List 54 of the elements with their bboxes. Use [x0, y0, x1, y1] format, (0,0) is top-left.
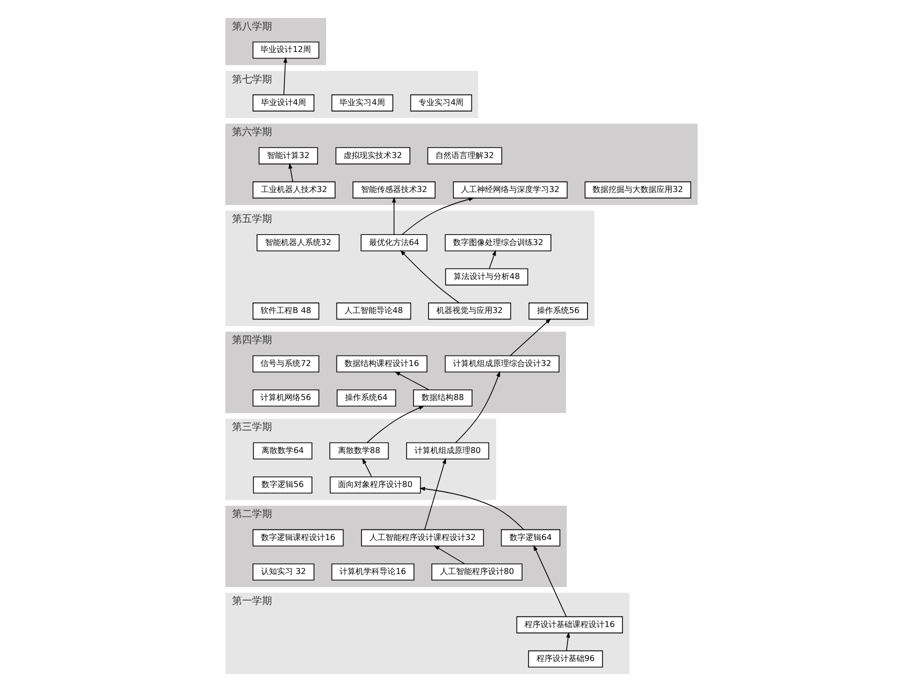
arrow — [454, 371, 500, 444]
node-box: 智能计算32 — [258, 147, 318, 164]
arrow — [392, 196, 396, 236]
node-box: 人工神经网络与深度学习32 — [452, 181, 568, 198]
node-box: 操作系统64 — [336, 389, 396, 407]
node-box: 程序设计基础课程设计16 — [516, 616, 622, 634]
node-box: 数据结构88 — [412, 389, 472, 407]
arrow — [400, 250, 460, 304]
arrow — [433, 545, 464, 564]
node-box: 工业机器人技术32 — [252, 181, 335, 198]
node-box: 算法设计与分析48 — [444, 268, 528, 286]
node-box: 计算机网络56 — [252, 389, 319, 407]
node-box: 虚拟现实技术32 — [335, 147, 410, 164]
node-box: 毕业设计4周 — [252, 94, 314, 112]
node-box: 人工智能程序设计80 — [430, 563, 522, 581]
node-box: 最优化方法64 — [360, 234, 427, 252]
node-box: 离散数学88 — [328, 442, 388, 460]
node-box: 软件工程B 48 — [252, 302, 319, 320]
arrow — [418, 486, 524, 530]
arrow — [424, 458, 446, 530]
node-box: 数字逻辑64 — [500, 529, 560, 546]
arrow — [532, 544, 566, 617]
arrow — [509, 318, 551, 356]
node-box: 数字逻辑56 — [252, 476, 312, 494]
node-box: 操作系统56 — [528, 302, 588, 320]
node-box: 人工智能导论48 — [336, 302, 411, 320]
node-box: 数字图像处理综合训练32 — [444, 234, 551, 252]
node-box: 机器视觉与应用32 — [428, 302, 511, 320]
node-box: 数据挖掘与大数据应用32 — [584, 181, 691, 198]
node-box: 毕业设计12周 — [252, 42, 319, 59]
node-box: 计算机组成原理综合设计32 — [444, 355, 559, 372]
arrow — [488, 250, 496, 269]
node-box: 智能机器人系统32 — [256, 234, 340, 252]
arrow — [282, 57, 287, 96]
arrow — [366, 406, 424, 443]
node-box: 自然语言理解32 — [426, 147, 502, 164]
node-box: 认知实习 32 — [252, 563, 314, 581]
arrow — [401, 197, 474, 235]
node-box: 信号与系统72 — [252, 355, 319, 372]
node-box: 毕业实习4周 — [330, 94, 393, 112]
node-box: 智能传感器技术32 — [352, 181, 435, 198]
node-box: 程序设计基础96 — [528, 650, 602, 668]
arrow — [566, 632, 570, 652]
node-box: 计算机学科导论16 — [330, 563, 414, 581]
node-box: 计算机组成原理80 — [406, 442, 489, 460]
node-box: 数据结构课程设计16 — [336, 355, 427, 372]
node-box: 离散数学64 — [252, 442, 312, 460]
node-box: 面向对象程序设计80 — [329, 476, 420, 494]
node-box: 人工智能程序设计课程设计32 — [360, 529, 484, 546]
arrow — [362, 458, 372, 478]
node-box: 专业实习4周 — [410, 94, 472, 112]
arrow — [394, 371, 429, 390]
arrow — [288, 162, 293, 182]
node-box: 数字逻辑课程设计16 — [252, 529, 344, 546]
